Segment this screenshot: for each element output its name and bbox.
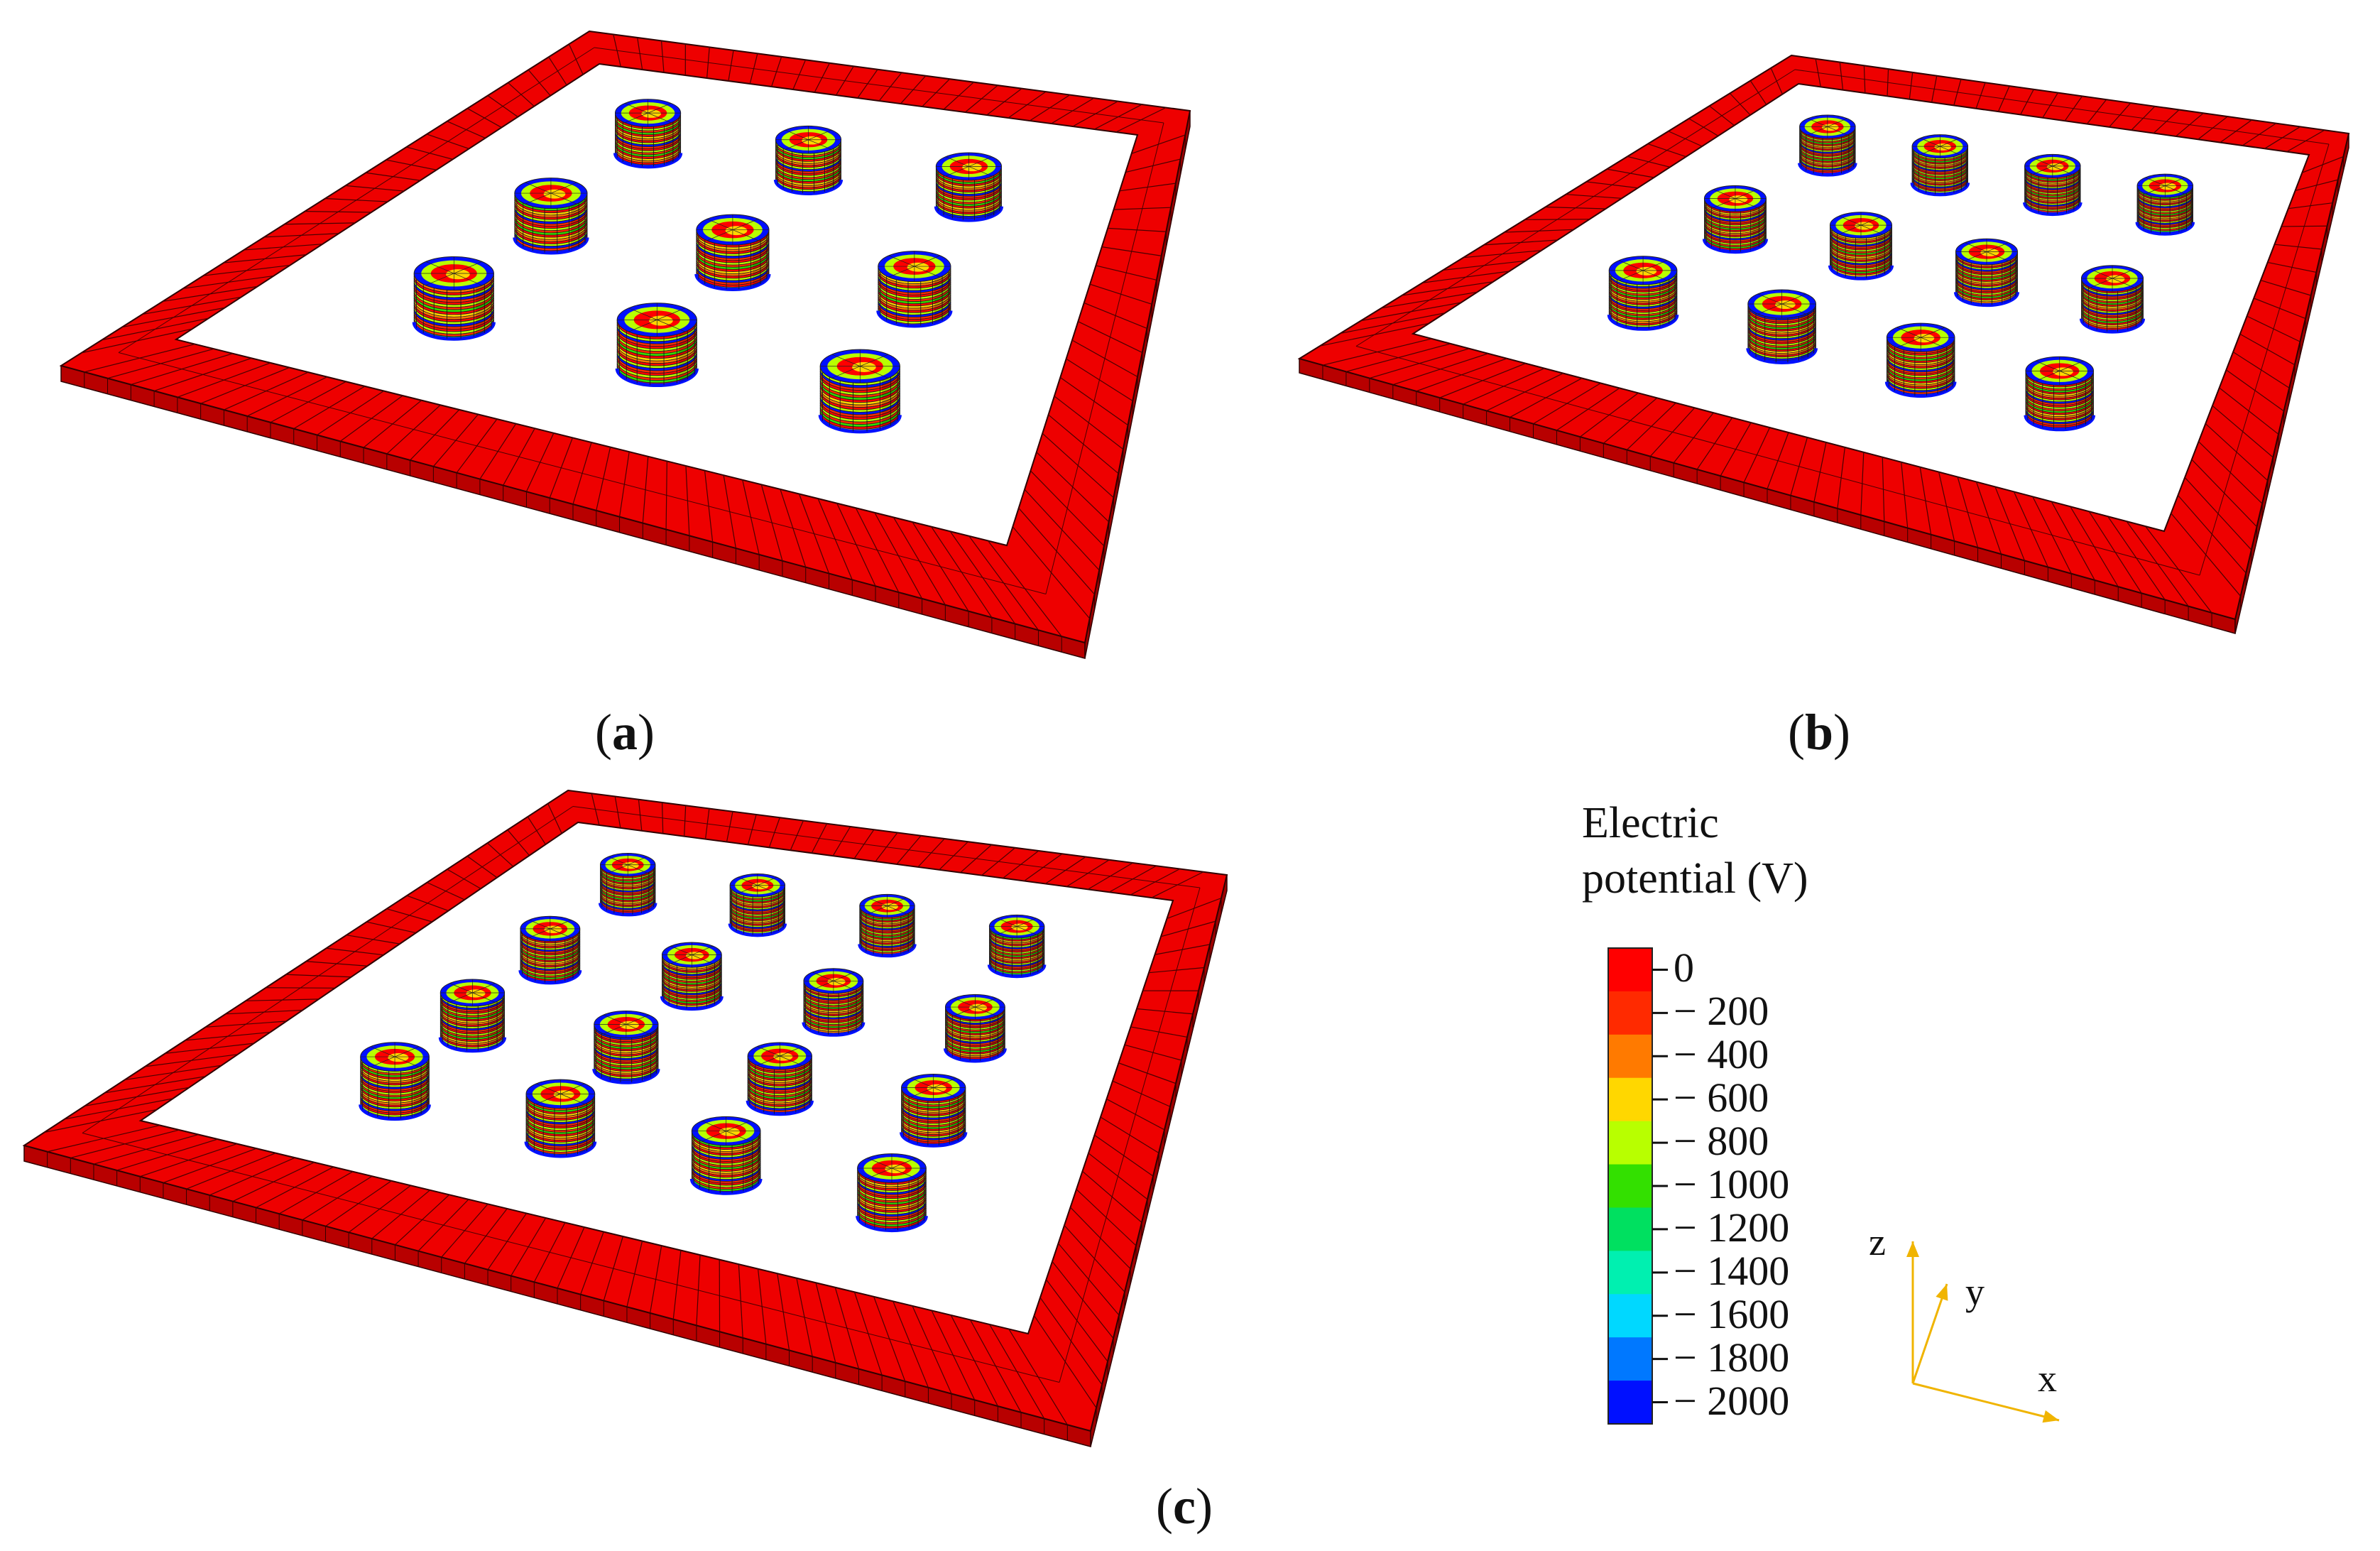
legend-tick-label: − 400	[1674, 1031, 1769, 1078]
cylinder-c-1	[598, 853, 657, 917]
panel-a-model	[59, 30, 1191, 659]
panel-c-model	[22, 789, 1228, 1447]
legend-swatch-3	[1608, 1077, 1652, 1122]
cylinder-b-12	[2024, 356, 2096, 432]
legend-swatch-0	[1608, 948, 1652, 992]
cylinder-b-8	[1607, 256, 1679, 331]
panel-b-model	[1297, 54, 2350, 634]
cylinder-c-7	[802, 968, 866, 1037]
cylinder-a-1	[613, 99, 683, 169]
y-axis-arrow	[1911, 1283, 1948, 1384]
cylinder-c-5	[518, 915, 582, 985]
cylinder-c-12	[359, 1042, 431, 1121]
cylinder-a-8	[615, 303, 699, 388]
cylinder-b-3	[2023, 153, 2082, 217]
cylinder-c-3	[858, 893, 917, 958]
cylinder-a-2	[773, 125, 844, 195]
cylinder-c-13	[900, 1074, 968, 1148]
legend-swatch-10	[1608, 1381, 1652, 1425]
axis-label-y: y	[1965, 1270, 1985, 1313]
legend-swatch-6	[1608, 1207, 1652, 1251]
legend-tick-label: − 1800	[1674, 1334, 1790, 1381]
legend-tick-label: − 1200	[1674, 1204, 1790, 1251]
legend-swatch-1	[1608, 991, 1652, 1035]
z-axis-arrow-head	[1906, 1241, 1919, 1257]
legend-title-line2: potential (V)	[1582, 854, 1808, 903]
cylinder-b-5	[1702, 185, 1768, 254]
legend-tick-label: − 800	[1674, 1118, 1769, 1165]
cylinder-c-6	[660, 942, 724, 1011]
cylinder-c-10	[592, 1011, 660, 1084]
legend-swatch-7	[1608, 1251, 1652, 1295]
cylinder-c-15	[689, 1116, 763, 1195]
legend-tick-label: − 200	[1674, 988, 1769, 1035]
axis-label-x: x	[2038, 1357, 2057, 1400]
legend-tick-label: − 600	[1674, 1074, 1769, 1121]
legend-tick-label: 0	[1674, 945, 1694, 991]
cylinder-b-9	[2079, 265, 2146, 334]
legend-tick-label: − 1400	[1674, 1247, 1790, 1294]
x-axis-arrow	[1912, 1382, 2060, 1422]
coordinate-axes	[1906, 1241, 2060, 1423]
cylinder-a-6	[876, 251, 953, 328]
cylinder-c-2	[728, 873, 787, 937]
panel-label-b: (b)	[1788, 704, 1851, 761]
cylinder-b-6	[1828, 212, 1894, 281]
legend-title-line1: Electric	[1582, 799, 1719, 847]
cylinder-b-7	[1953, 238, 2020, 308]
cylinder-a-3	[934, 152, 1004, 222]
legend-swatch-5	[1608, 1164, 1652, 1208]
cylinder-b-10	[1746, 289, 1818, 364]
cylinder-b-1	[1798, 114, 1857, 177]
axis-label-z: z	[1869, 1221, 1886, 1263]
cylinder-c-16	[856, 1153, 928, 1233]
cylinder-a-4	[513, 178, 589, 255]
cylinder-c-14	[524, 1079, 597, 1158]
x-axis-arrow-head	[2042, 1410, 2059, 1423]
cylinder-c-4	[987, 914, 1047, 979]
cylinder-a-7	[412, 256, 496, 341]
legend-swatch-4	[1608, 1121, 1652, 1165]
y-axis-arrow-head	[1936, 1284, 1948, 1301]
legend-tick-label: − 2000	[1674, 1377, 1790, 1424]
legend-title: Electric potential (V)	[1582, 795, 1808, 906]
cylinder-a-9	[818, 349, 902, 434]
legend-swatch-9	[1608, 1337, 1652, 1381]
legend-swatch-2	[1608, 1034, 1652, 1079]
panel-label-a: (a)	[595, 704, 655, 761]
legend-color-bar	[1607, 947, 1668, 1425]
cylinder-b-11	[1884, 322, 1957, 398]
legend-tick-label: − 1000	[1674, 1161, 1790, 1207]
cylinder-b-4	[2135, 173, 2195, 236]
cylinder-b-2	[1910, 134, 1970, 197]
cylinder-c-9	[943, 994, 1007, 1063]
cylinder-c-8	[438, 979, 507, 1053]
cylinder-c-11	[746, 1042, 814, 1116]
panel-label-c: (c)	[1156, 1478, 1213, 1535]
legend-swatch-8	[1608, 1294, 1652, 1338]
legend-tick-label: − 1600	[1674, 1290, 1790, 1337]
cylinder-a-5	[694, 214, 771, 291]
